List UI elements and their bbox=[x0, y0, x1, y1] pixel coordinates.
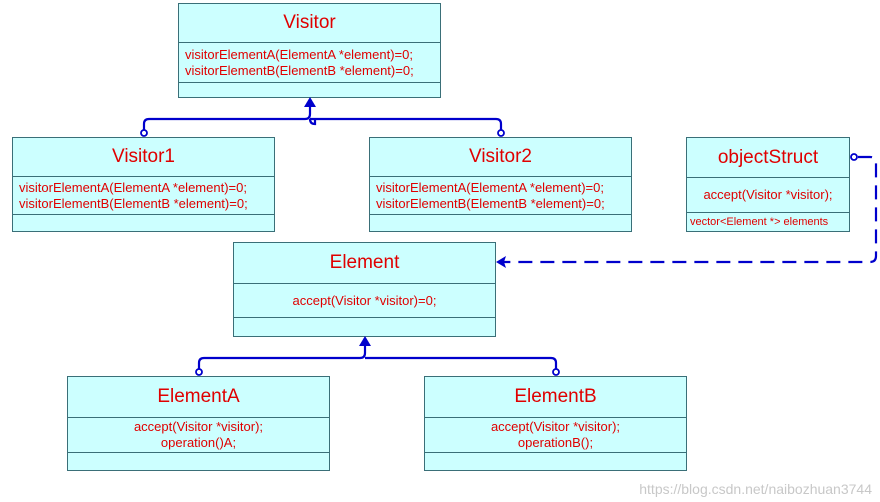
class-object-struct: objectStruct accept(Visitor *visitor); v… bbox=[686, 137, 850, 232]
class-methods: accept(Visitor *visitor); bbox=[687, 178, 849, 213]
method: operation()A; bbox=[160, 435, 237, 450]
method: accept(Visitor *visitor); bbox=[703, 187, 833, 202]
inheritance-connector-element bbox=[197, 338, 558, 370]
class-visitor2: Visitor2 visitorElementA(ElementA *eleme… bbox=[369, 137, 632, 232]
method: visitorElementA(ElementA *element)=0; bbox=[185, 46, 413, 62]
method: visitorElementB(ElementB *element)=0; bbox=[376, 195, 605, 211]
arrowhead-visitor bbox=[304, 97, 316, 107]
class-title: Visitor bbox=[179, 4, 440, 43]
class-title: Visitor1 bbox=[13, 138, 274, 177]
class-visitor1: Visitor1 visitorElementA(ElementA *eleme… bbox=[12, 137, 275, 232]
inheritance-connector-visitor bbox=[142, 99, 503, 131]
class-methods: accept(Visitor *visitor); operation()A; bbox=[68, 418, 329, 453]
class-visitor: Visitor visitorElementA(ElementA *elemen… bbox=[178, 3, 441, 98]
class-title: ElementA bbox=[68, 377, 329, 418]
class-title: ElementB bbox=[425, 377, 686, 418]
watermark: https://blog.csdn.net/naibozhuan3744 bbox=[639, 481, 872, 497]
attribute: vector<Element *> elements bbox=[690, 216, 829, 228]
method: visitorElementA(ElementA *element)=0; bbox=[376, 179, 604, 195]
method: accept(Visitor *visitor); bbox=[490, 419, 621, 434]
class-element-b: ElementB accept(Visitor *visitor); opera… bbox=[424, 376, 687, 471]
port-circle bbox=[140, 129, 148, 137]
method: accept(Visitor *visitor); bbox=[133, 419, 264, 434]
class-methods: visitorElementA(ElementA *element)=0; vi… bbox=[13, 177, 274, 215]
method: visitorElementB(ElementB *element)=0; bbox=[185, 62, 414, 78]
arrowhead-element bbox=[359, 336, 371, 346]
aggregation-connector bbox=[500, 155, 878, 264]
class-title: objectStruct bbox=[687, 138, 849, 178]
method: visitorElementA(ElementA *element)=0; bbox=[19, 179, 247, 195]
port-circle bbox=[497, 129, 505, 137]
port-circle bbox=[552, 368, 560, 376]
class-title: Element bbox=[234, 243, 495, 284]
method: operationB(); bbox=[517, 435, 594, 450]
class-attributes: vector<Element *> elements bbox=[687, 213, 849, 230]
class-title: Visitor2 bbox=[370, 138, 631, 177]
port-circle bbox=[850, 153, 858, 161]
class-element: Element accept(Visitor *visitor)=0; bbox=[233, 242, 496, 337]
port-circle bbox=[195, 368, 203, 376]
method: visitorElementB(ElementB *element)=0; bbox=[19, 195, 248, 211]
class-element-a: ElementA accept(Visitor *visitor); opera… bbox=[67, 376, 330, 471]
arrowhead-element-dependency bbox=[496, 256, 506, 268]
class-methods: visitorElementA(ElementA *element)=0; vi… bbox=[370, 177, 631, 215]
class-methods: accept(Visitor *visitor)=0; bbox=[234, 284, 495, 318]
method: accept(Visitor *visitor)=0; bbox=[292, 292, 437, 308]
class-methods: visitorElementA(ElementA *element)=0; vi… bbox=[179, 43, 440, 83]
class-methods: accept(Visitor *visitor); operationB(); bbox=[425, 418, 686, 453]
